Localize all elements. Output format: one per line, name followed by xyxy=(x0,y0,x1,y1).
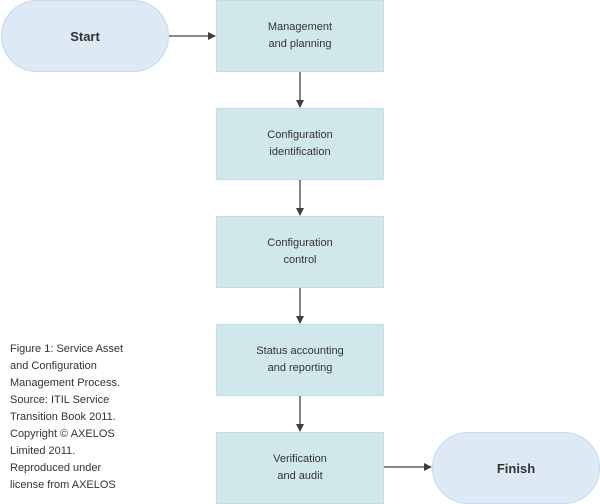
start-label: Start xyxy=(70,28,100,44)
step-status-accounting: Status accounting and reporting xyxy=(216,324,384,396)
step-label: Verification and audit xyxy=(273,453,327,482)
step-label: Status accounting and reporting xyxy=(256,345,344,374)
figure-caption: Figure 1: Service Asset and Configuratio… xyxy=(10,343,124,491)
step-management-planning: Management and planning xyxy=(216,0,384,72)
finish-terminal: Finish xyxy=(432,432,600,504)
finish-label: Finish xyxy=(496,460,536,476)
start-terminal: Start xyxy=(1,0,169,72)
step-label: Configuration identification xyxy=(267,129,333,158)
step-label: Management and planning xyxy=(267,21,333,50)
step-verification-audit: Verification and audit xyxy=(216,432,384,504)
step-configuration-control: Configuration control xyxy=(216,216,384,288)
step-label: Configuration control xyxy=(267,237,333,266)
step-configuration-identification: Configuration identification xyxy=(216,108,384,180)
